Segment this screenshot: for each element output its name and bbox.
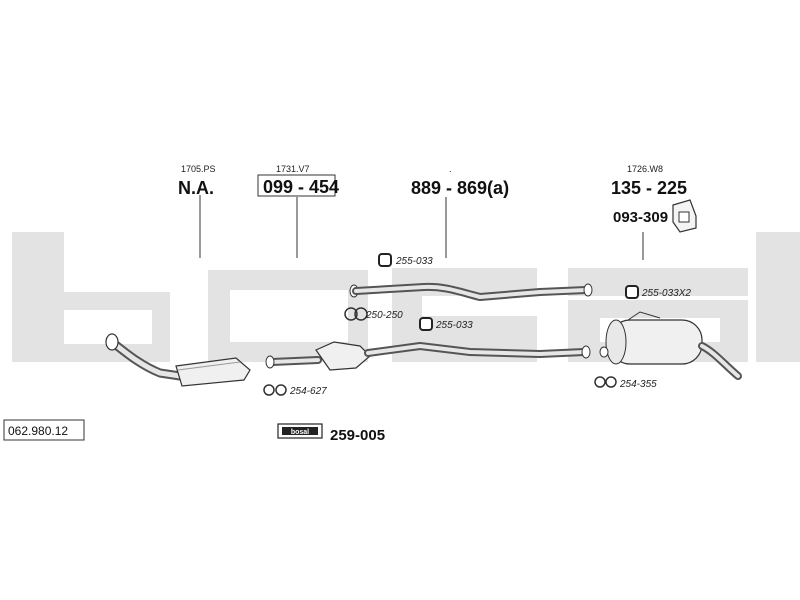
- rear-silencer-ref: 1726.W8: [627, 164, 663, 174]
- front-pipe-number: N.A.: [178, 178, 214, 198]
- catalogue-number: 062.980.12: [8, 424, 68, 438]
- rubber-mount-icon-rear: [625, 285, 639, 299]
- hanger-bracket-icon: [672, 199, 697, 233]
- rubber-mount-icon: [378, 253, 392, 267]
- fitting-gasket-rear: 254-355: [619, 379, 657, 390]
- cat-converter-part: [265, 341, 591, 371]
- rear-hanger-number: 093-309: [613, 209, 668, 226]
- middle-pipe-number: 889 - 869(a): [411, 178, 509, 198]
- middle-pipe-part: [349, 282, 593, 301]
- clamp-icon: [344, 307, 368, 321]
- gasket-icon-front: [263, 384, 287, 396]
- fitting-clamp-middle: 250-250: [365, 310, 403, 321]
- middle-pipe-ref: .: [449, 164, 452, 174]
- fitting-rubber-top: 255-033: [395, 256, 433, 267]
- fitting-gasket-front: 254-627: [289, 386, 327, 397]
- cat-converter-ref: 1731.V7: [276, 164, 310, 174]
- rubber-mount-icon-middle: [419, 317, 433, 331]
- kit-logo-text: bosal: [291, 429, 309, 436]
- cat-converter-number: 099 - 454: [263, 177, 339, 197]
- fitting-rubber-middle: 255-033: [435, 320, 473, 331]
- catalogue-number-box: [3, 419, 85, 441]
- fitting-rubber-rear: 255-033X2: [641, 288, 691, 299]
- front-pipe-ref: 1705.PS: [181, 164, 216, 174]
- cat-converter-number-box: [257, 174, 336, 197]
- kit-number: 259-005: [330, 427, 385, 444]
- rear-silencer-number: 135 - 225: [611, 178, 687, 198]
- gasket-icon-rear: [594, 376, 617, 388]
- front-pipe-part: [105, 333, 251, 387]
- kit-logo-badge: bosal: [277, 423, 323, 439]
- rear-silencer-part: [599, 311, 742, 380]
